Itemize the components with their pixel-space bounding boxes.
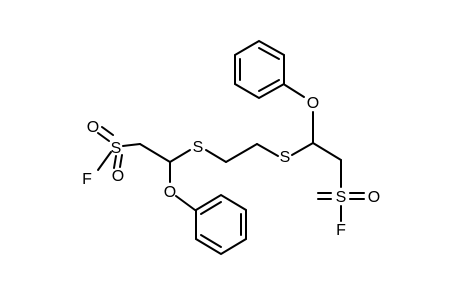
bond-sthio-ch2-left bbox=[205, 149, 227, 163]
atom-o-ether-left: O bbox=[164, 184, 176, 201]
phenyl-ring-lower-left bbox=[195, 193, 247, 256]
atom-labels: F S O O S O S O S O F bbox=[82, 95, 380, 239]
bonds bbox=[97, 84, 365, 222]
bond-s-o-left-top-2 bbox=[101, 126, 114, 136]
bond-ch2-ch2-linker bbox=[225, 143, 258, 163]
bond-s-o-left-bottom-2 bbox=[119, 154, 123, 168]
bond-ch-ch2-right bbox=[312, 142, 342, 161]
atom-f-right: F bbox=[336, 222, 346, 239]
atom-o-sulfonyl-right: O bbox=[368, 189, 380, 206]
phenyl-ring-upper bbox=[234, 39, 285, 100]
atom-s-thio-right: S bbox=[280, 149, 291, 166]
bond-ch-sthio-left bbox=[169, 149, 191, 163]
bond-sthio-ch-right bbox=[291, 142, 314, 156]
atom-s-sulfonyl-right: S bbox=[336, 189, 347, 206]
bond-ch2-sthio-right bbox=[256, 143, 279, 157]
bond-ch2-ch-left bbox=[139, 143, 171, 163]
atom-s-sulfonyl-left: S bbox=[111, 140, 122, 157]
bond-oether-phenyl-right bbox=[284, 84, 305, 98]
atom-o-ether-right: O bbox=[307, 95, 319, 112]
atom-o-sulfonyl-left-top: O bbox=[87, 119, 99, 136]
atom-s-thio-left: S bbox=[193, 139, 204, 156]
bond-oether-phenyl-left bbox=[175, 195, 196, 211]
atom-o-sulfonyl-left-bottom: O bbox=[112, 168, 124, 185]
atom-f-left: F bbox=[82, 171, 92, 188]
bond-s-o-left-top-1 bbox=[97, 132, 110, 142]
bond-s-ch2-left bbox=[122, 143, 141, 147]
bond-s-o-left-bottom-1 bbox=[113, 155, 117, 169]
bond-s-f-left bbox=[97, 151, 112, 171]
